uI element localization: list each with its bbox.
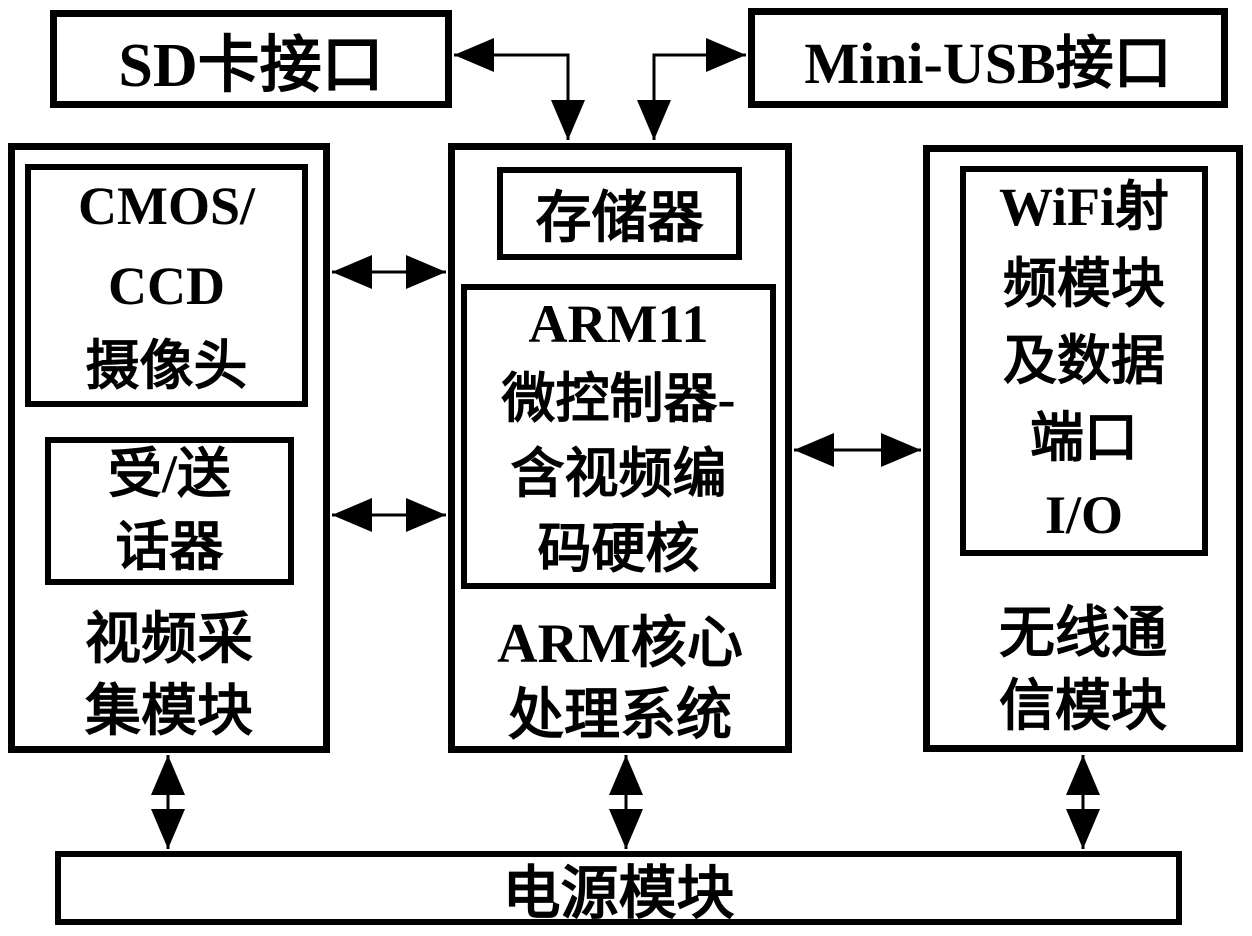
handset-label-line: 话器 [115,517,224,577]
cmos-ccd-camera-block: CMOS/ CCD 摄像头 [25,164,308,407]
arm11-label-line: 码硬核 [537,518,700,579]
wifi-label-line: I/O [1044,484,1124,545]
wifi-label-line: 及数据 [1003,330,1165,391]
sd-card-interface-block: SD卡接口 [50,10,452,108]
video-capture-caption-line: 视频采 [85,609,253,671]
power-module-block: 电源模块 [55,851,1182,926]
wifi-label-line: 频模块 [1003,253,1165,314]
arm11-microcontroller-block: ARM11 微控制器- 含视频编 码硬核 [461,284,776,589]
arm-caption-line: 处理系统 [508,685,732,747]
camera-label-line: CCD [108,255,225,316]
arm11-label-line: 微控制器- [501,368,736,429]
arm11-label-line: ARM11 [528,293,709,354]
camera-label-line: 摄像头 [85,335,248,396]
video-capture-module-caption: 视频采 集模块 [8,604,330,748]
arm11-label-line: 含视频编 [510,443,727,504]
power-module-label: 电源模块 [502,861,735,926]
video-capture-caption-line: 集模块 [85,681,253,743]
mini-usb-interface-block: Mini-USB接口 [748,8,1228,108]
sd-card-interface-label: SD卡接口 [118,32,384,100]
wireless-caption-line: 无线通 [999,603,1167,665]
memory-block: 存储器 [497,167,742,260]
wifi-label-line: 端口 [1030,407,1138,468]
arrow-sd-card-arm [454,38,585,140]
handset-block: 受/送 话器 [45,437,294,585]
wireless-caption-line: 信模块 [999,676,1167,738]
memory-label: 存储器 [535,188,704,250]
wifi-label-line: WiFi射 [998,176,1169,237]
arm-core-system-caption: ARM核心 处理系统 [448,608,792,752]
wireless-module-caption: 无线通 信模块 [923,598,1243,744]
wifi-rf-block: WiFi射 频模块 及数据 端口 I/O [960,166,1208,556]
handset-label-line: 受/送 [107,444,231,504]
arrow-arm-mini-usb [637,38,746,140]
camera-label-line: CMOS/ [77,175,255,236]
arm-caption-line: ARM核心 [497,613,743,675]
mini-usb-interface-label: Mini-USB接口 [804,31,1172,96]
